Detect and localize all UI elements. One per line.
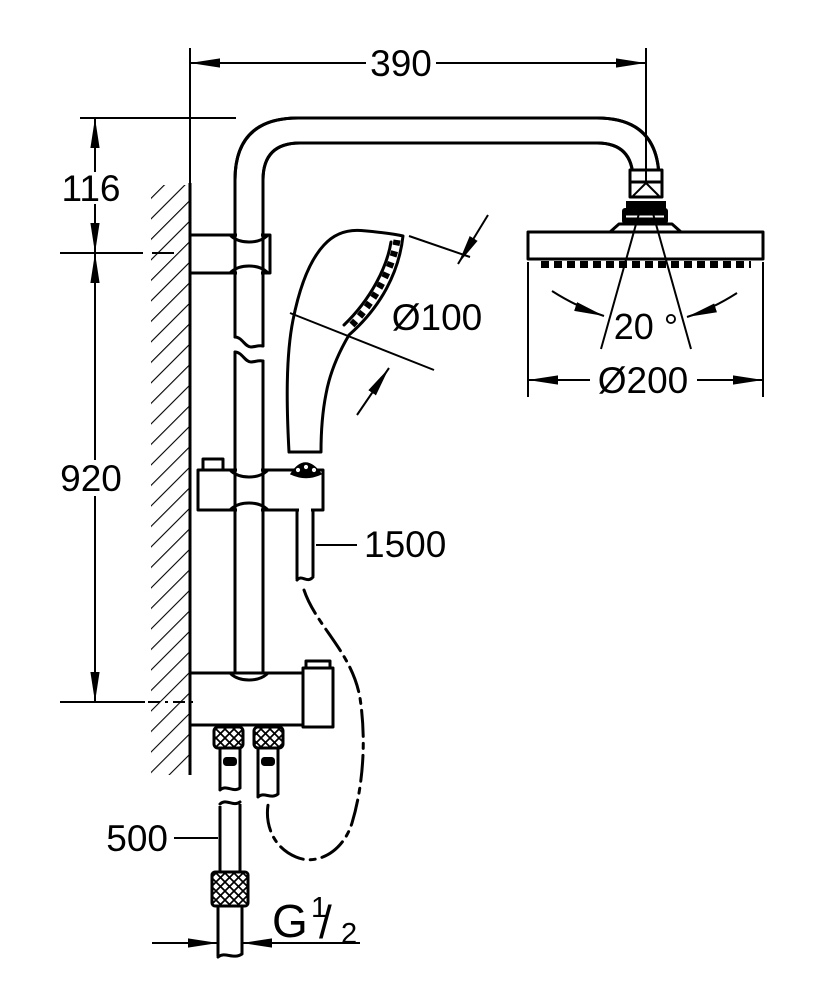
slider-lock-tab [201,457,225,472]
thread-denominator-label: 2 [341,918,357,950]
overhead-shower [526,168,765,268]
hand-shower-face-inner-edge [342,240,393,327]
rail-break-upper [233,335,265,349]
slider-notch-bottom [229,501,269,511]
hose-length-label: 1500 [364,524,446,565]
hose-cut-squiggle [295,575,315,582]
supply-cut-bottom [216,952,244,959]
top-wall-bracket [188,231,272,277]
ext-line-face-top [408,235,471,258]
right-pipe-band [261,757,275,766]
hand-shower [285,228,405,454]
dimension-head-diameter: Ø200 [527,262,764,401]
left-pipe-cut-upper [218,786,242,792]
ball-joint-band [626,201,666,209]
dimension-top-width: 390 [189,43,647,184]
dimension-hand-shower-diameter-label: Ø100 [392,297,483,338]
outlet-nut-left [212,725,245,750]
dimension-rail-height: 920 [60,253,198,703]
hose-body [299,508,311,580]
diverter-rail-notch [229,672,269,682]
arm-nut-cross-lines [632,182,660,197]
wall-hatch [151,185,190,775]
rail-break-lower [233,350,265,364]
top-bracket-rail-gap [237,233,261,275]
top-bracket-notch-top [229,234,269,244]
supply-cut-top [218,800,242,806]
hand-shower-spray-nozzles [345,239,401,332]
dimension-rail-height-label: 920 [60,458,122,499]
bottom-bracket-diverter [188,659,335,799]
top-bracket-notch-bottom [229,264,269,274]
supply-hose [210,800,250,959]
diverter-body [188,671,305,727]
supply-knurled-nut [210,870,250,908]
label-hose-length: 1500 [316,524,446,565]
thread-prefix-label: G [272,895,308,947]
rail-body [237,246,261,672]
right-pipe-cut [256,792,280,799]
dimension-top-offset-label: 116 [62,168,121,209]
head-disc [526,230,765,261]
cone-cap-dot [303,464,309,470]
label-inlet-hose-length: 500 [106,818,218,859]
thread-slash-label: / [319,896,332,948]
thread-numerator-label: 1 [311,892,327,924]
dim-arrow-lower [356,367,390,416]
shower-arm-inner-edge [261,141,635,254]
angle-arrow-left [551,290,605,317]
slider-bracket [196,457,325,514]
dimension-top-width-label: 390 [370,43,432,84]
dimension-head-angle: 20 ° [551,209,738,350]
dimension-head-diameter-label: Ø200 [598,360,689,401]
ext-line-face-bottom [289,312,435,371]
shower-arm-outer-edge [233,116,661,254]
diverter-knob [301,666,335,729]
hose-phantom-loop [265,588,365,862]
left-pipe-band [223,757,237,766]
dimension-hand-shower-diameter: Ø100 [289,214,489,416]
hand-shower-cone-cap [289,462,323,479]
dimension-top-offset: 116 [60,117,236,254]
cone-cap-dot [295,467,301,473]
slider-notch-top [229,469,269,479]
shower-hose [265,508,365,862]
inlet-hose-length-label: 500 [106,818,168,859]
angle-line-left [600,209,641,350]
angle-line-right [651,209,692,350]
wall [151,183,192,775]
angle-arrow-right [686,292,738,318]
dimension-thread: G 1 / 2 [152,892,360,950]
dimension-head-angle-label: 20 ° [614,306,678,347]
dim-arrow-upper [457,214,489,265]
outlet-nut-right [252,725,285,750]
cone-cap-dot [311,467,317,473]
